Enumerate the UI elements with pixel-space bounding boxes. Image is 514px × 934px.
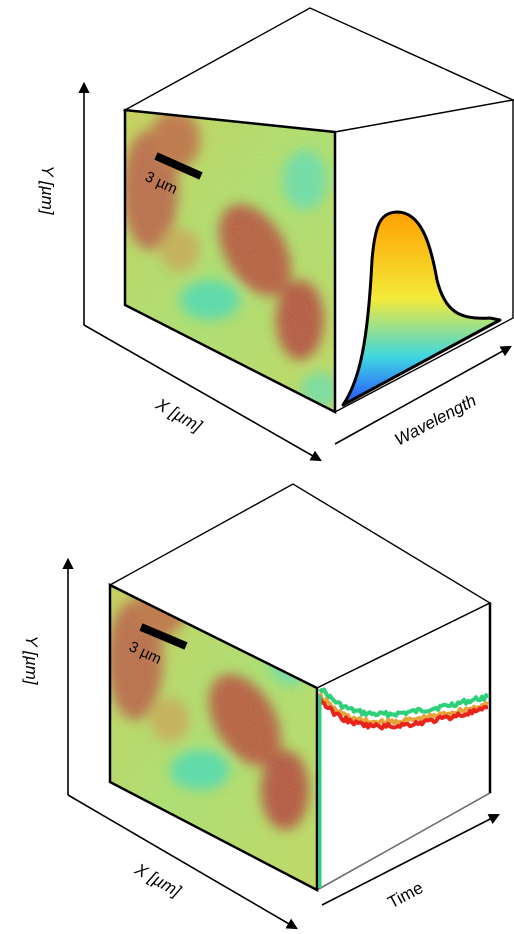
- time-trace-3: [318, 697, 489, 731]
- wavelength-axis: [334, 345, 512, 445]
- time-traces: [318, 687, 490, 888]
- wavelength-axis-label: Wavelength: [391, 391, 479, 450]
- time-trace-1: [318, 687, 490, 719]
- x-axis-bottom: [67, 794, 298, 930]
- spectrum-curve: [341, 210, 502, 407]
- x-axis-label-top: X [µm]: [152, 394, 206, 436]
- time-trace-2: [318, 692, 489, 727]
- top-panel: 3 µm Y [µm] X [µm] Wavelength: [38, 7, 514, 462]
- scale-bar-bottom: [139, 623, 188, 650]
- y-axis-label-top: Y [µm]: [38, 165, 57, 215]
- spectral-map: [125, 110, 335, 412]
- scale-bar-top: [154, 152, 203, 180]
- y-axis-label-bottom: Y [µm]: [22, 635, 41, 685]
- x-axis-top: [83, 324, 322, 462]
- time-axis-label: Time: [385, 878, 427, 912]
- time-axis: [321, 813, 500, 906]
- bottom-panel: 3 µm Y [µm] X [µm] Time: [22, 483, 500, 930]
- x-axis-label-bottom: X [µm]: [131, 859, 185, 901]
